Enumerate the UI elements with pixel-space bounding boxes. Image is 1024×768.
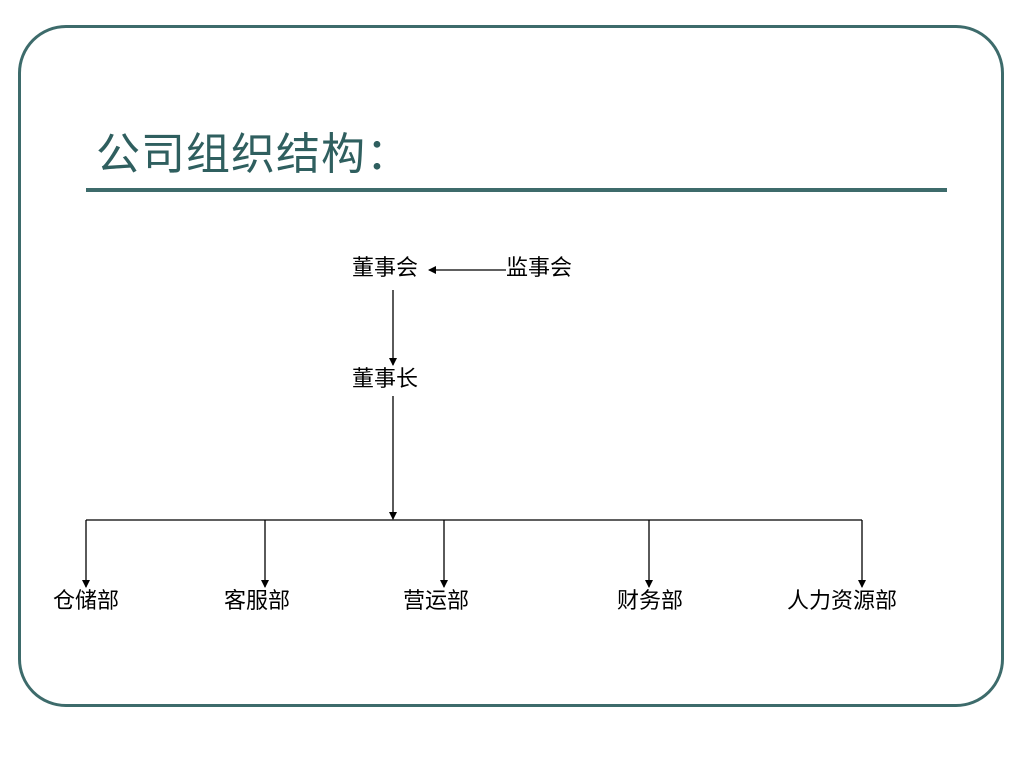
node-dept-warehouse: 仓储部 — [53, 589, 120, 614]
node-board: 董事会 — [352, 256, 419, 281]
slide-frame — [18, 25, 1004, 707]
node-supervisory-board: 监事会 — [506, 256, 573, 281]
node-chairman: 董事长 — [352, 367, 419, 392]
node-dept-hr: 人力资源部 — [787, 589, 898, 614]
title-underline — [86, 188, 947, 192]
node-dept-customer-service: 客服部 — [224, 589, 291, 614]
slide-title: 公司组织结构： — [96, 129, 411, 180]
node-dept-operations: 营运部 — [403, 589, 470, 614]
node-dept-finance: 财务部 — [617, 589, 684, 614]
